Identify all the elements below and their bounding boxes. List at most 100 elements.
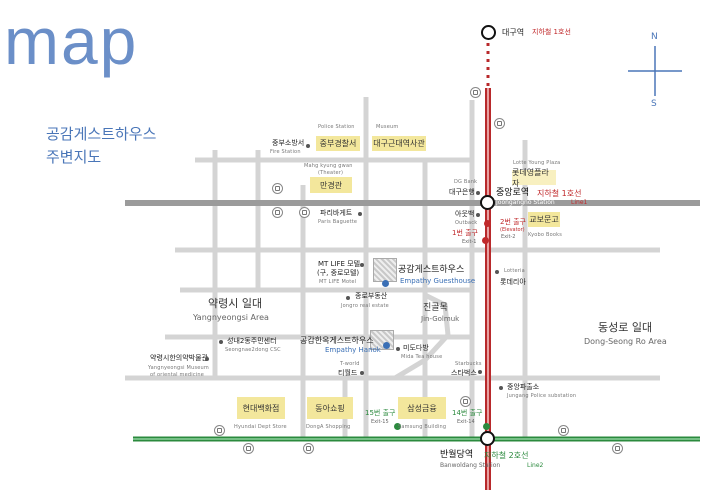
- yakmuseum-en2: of oriental medicine: [150, 372, 205, 378]
- compass-icon: [628, 46, 682, 96]
- mtlife-en: MT LIFE Motel: [319, 279, 357, 285]
- bus-stop-icon: [243, 443, 254, 454]
- bus-stop-icon: [460, 396, 471, 407]
- museum-box[interactable]: 대구근대역사관: [372, 136, 426, 151]
- tworld-dot: [360, 371, 364, 375]
- kyobo-box[interactable]: 교보문고: [528, 212, 560, 227]
- daegu-station-line: 지하철 1호선: [532, 28, 571, 36]
- bus-stop-icon: [272, 183, 283, 194]
- jungangno-station-line: 지하철 1호선: [537, 189, 582, 198]
- lotteplaza-box[interactable]: 롯데영플라자: [512, 168, 556, 188]
- bus-stop-icon: [299, 207, 310, 218]
- mahakyung-box[interactable]: 만경관: [310, 177, 352, 193]
- mida-en: Mida Tea house: [401, 354, 443, 360]
- police-en: Police Station: [318, 124, 355, 130]
- compass-north-label: N: [651, 32, 658, 42]
- lotteria-ko: 롯데리아: [500, 278, 526, 286]
- mida-ko: 미도다방: [403, 344, 429, 352]
- seongnae-en: Seongnae2dong CSC: [225, 347, 281, 353]
- hanok-location-marker[interactable]: [383, 342, 390, 349]
- outback-en: Outback: [455, 220, 478, 226]
- daegu-station-marker[interactable]: [481, 25, 496, 40]
- dgbank-ko: 대구은행: [449, 188, 475, 196]
- tworld-en: T-world: [340, 361, 360, 367]
- daegu-station-name: 대구역: [502, 28, 525, 37]
- map-subtitle-line1: 공감게스트하우스: [46, 125, 157, 143]
- hyundai-en: Hyundai Dept Store: [234, 424, 287, 430]
- dongseong-area-en: Dong-Seong Ro Area: [584, 337, 667, 346]
- jungang-police-dot: [499, 386, 503, 390]
- jongro-dot: [346, 296, 350, 300]
- fire-station-ko: 중부소방서: [272, 139, 305, 147]
- mida-dot: [396, 347, 400, 351]
- outback-dot: [476, 213, 480, 217]
- bus-stop-icon: [612, 443, 623, 454]
- jingolmok-ko: 진골목: [423, 303, 448, 313]
- lotteplaza-en: Lotte Young Plaza: [513, 160, 561, 166]
- exit-2-marker[interactable]: [484, 220, 491, 227]
- fire-station-en: Fire Station: [270, 149, 301, 155]
- dgbank-dot: [476, 191, 480, 195]
- exit-15-marker[interactable]: [394, 423, 401, 430]
- paris-dot: [358, 212, 362, 216]
- dgbank-en: DG Bank: [454, 179, 478, 185]
- jungang-police-ko: 중앙파출소: [507, 383, 540, 391]
- banwoldang-station-en: Banwoldang Station: [440, 462, 501, 469]
- jungang-police-en: Jungang Police substation: [507, 393, 577, 399]
- outback-ko: 아웃백: [455, 210, 475, 218]
- exit-1-label: 1번 출구: [452, 229, 478, 237]
- samsung-en: Samsung Building: [398, 424, 447, 430]
- mahakyung-en: Mahg kyung gwan: [304, 163, 353, 169]
- yangnyeongsi-area-en: Yangnyeongsi Area: [193, 313, 269, 322]
- kyobo-en: Kyobo Books: [528, 232, 563, 238]
- starbucks-ko: 스타벅스: [451, 369, 477, 377]
- exit-2-label: 2번 출구: [500, 218, 526, 226]
- donga-en: DongA Shopping: [306, 424, 351, 430]
- hanok-en: Empathy Hanok: [325, 346, 381, 354]
- empathy-en: Empathy Guesthouse: [400, 277, 476, 285]
- banwoldang-station-line-en: Line2: [527, 462, 544, 469]
- page-title: map: [4, 4, 139, 78]
- exit-14-marker[interactable]: [483, 423, 490, 430]
- starbucks-dot: [478, 370, 482, 374]
- bus-stop-icon: [272, 207, 283, 218]
- yangnyeongsi-area-ko: 약령시 일대: [208, 297, 263, 310]
- tworld-ko: 티월드: [338, 369, 358, 377]
- jungangno-station-name: 중앙로역: [496, 188, 530, 198]
- map-subtitle-line2: 주변지도: [46, 148, 102, 166]
- starbucks-en: Starbucks: [455, 361, 482, 367]
- bus-stop-icon: [470, 87, 481, 98]
- exit-15-en: Exit-15: [371, 419, 389, 425]
- bus-stop-icon: [303, 443, 314, 454]
- bus-stop-icon: [214, 425, 225, 436]
- banwoldang-station-name: 반월당역: [440, 450, 474, 460]
- exit-1-marker[interactable]: [482, 237, 489, 244]
- banwoldang-station-marker[interactable]: [480, 431, 495, 446]
- hyundai-box[interactable]: 현대백화점: [237, 397, 285, 419]
- exit-14-en: Exit-14: [457, 419, 475, 425]
- yakmuseum-dot: [205, 357, 209, 361]
- bus-stop-icon: [558, 425, 569, 436]
- exit-1-en: Exit-1: [462, 239, 477, 245]
- mahakyung-en2: (Theater): [318, 170, 344, 176]
- dongseong-area-ko: 동성로 일대: [598, 321, 653, 334]
- lotteria-en: Lotteria: [504, 268, 525, 274]
- seongnae-ko: 성내2동주민센터: [227, 337, 277, 345]
- hanok-ko: 공감한옥게스트하우스: [300, 336, 374, 345]
- yakmuseum-ko: 약령시한의약박물관: [150, 354, 208, 362]
- jingolmok-en: Jin-Golmuk: [421, 315, 460, 323]
- empathy-location-marker[interactable]: [382, 280, 389, 287]
- museum-en: Museum: [376, 124, 399, 130]
- jungangno-station-marker[interactable]: [480, 195, 495, 210]
- samsung-box[interactable]: 삼성금융: [398, 397, 446, 419]
- seongnae-dot: [219, 340, 223, 344]
- donga-box[interactable]: 동아쇼핑: [307, 397, 353, 419]
- paris-ko: 파리바게트: [320, 209, 353, 217]
- police-station-box[interactable]: 중부경찰서: [316, 136, 360, 151]
- jungangno-station-line-en: Line1: [571, 199, 588, 206]
- banwoldang-station-line: 지하철 2호선: [484, 451, 529, 460]
- jongro-en: Jongro real estate: [341, 303, 389, 309]
- exit-15-label: 15번 출구: [365, 409, 396, 417]
